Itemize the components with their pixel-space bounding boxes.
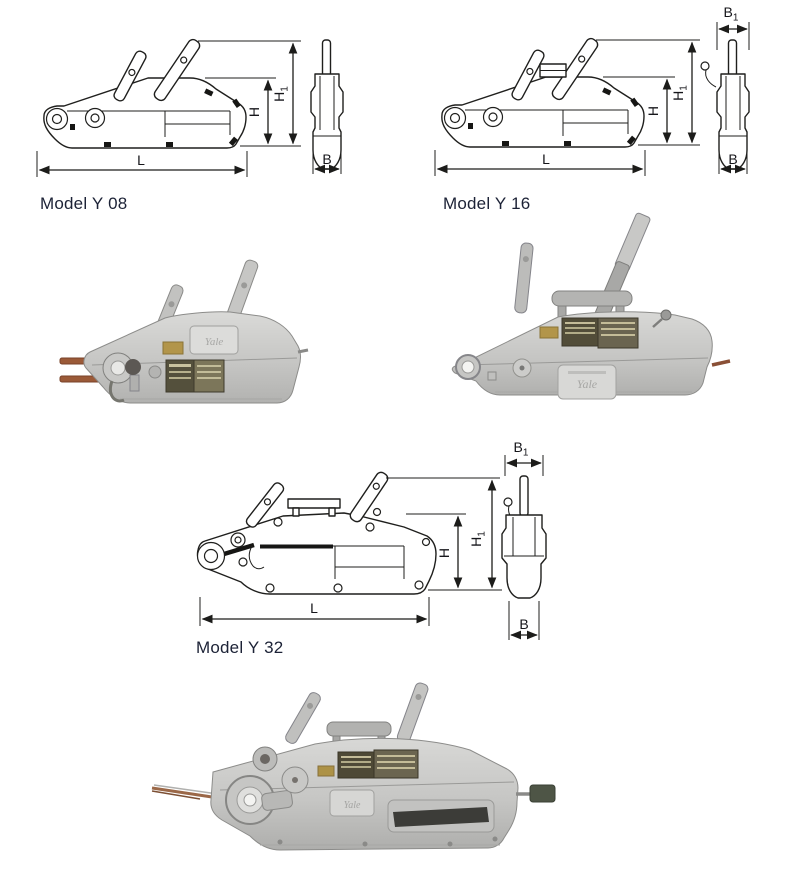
y16-side-view-drawing bbox=[441, 35, 645, 148]
hand-lever bbox=[396, 682, 429, 744]
dim-H-label: H bbox=[246, 107, 262, 117]
yale-nameplate: Yale bbox=[189, 325, 239, 355]
dim-L-label: L bbox=[542, 151, 550, 167]
rope-anchor-pulley bbox=[225, 775, 293, 825]
rope-slot bbox=[387, 799, 495, 833]
y32-product-photo: Yale bbox=[151, 682, 556, 851]
y16-dim-L: L bbox=[434, 150, 646, 176]
dim-H-label: H bbox=[436, 548, 452, 558]
y08-dim-L: L bbox=[36, 151, 248, 177]
dimension-drawing-y32: H1 H L B1 B bbox=[196, 439, 547, 640]
rope-end-ferrule bbox=[516, 784, 556, 803]
dim-L-label: L bbox=[310, 600, 318, 616]
operating-lever-drawing bbox=[349, 471, 389, 523]
y08-front-view-drawing bbox=[310, 39, 344, 170]
guide-hole bbox=[125, 359, 141, 375]
y32-side-view-drawing bbox=[196, 471, 437, 595]
yale-nameplate: Yale bbox=[557, 364, 617, 400]
dim-H1-label: H bbox=[468, 537, 484, 547]
release-knob bbox=[652, 309, 672, 328]
model-y08-caption: Model Y 08 bbox=[40, 194, 128, 213]
svg-text:B1: B1 bbox=[724, 4, 739, 24]
y16-front-view-drawing bbox=[700, 39, 750, 170]
dim-B1-label: B bbox=[514, 439, 523, 455]
warning-label bbox=[539, 326, 559, 339]
svg-text:Yale: Yale bbox=[344, 800, 361, 811]
rating-label bbox=[337, 749, 419, 779]
y16-dim-B1: B1 bbox=[716, 4, 750, 50]
y32-dim-H1: H1 bbox=[386, 477, 500, 589]
y08-dim-H: H bbox=[205, 77, 301, 147]
model-y32-caption: Model Y 32 bbox=[196, 638, 284, 657]
svg-text:H1: H1 bbox=[271, 86, 291, 102]
warning-label bbox=[317, 765, 335, 777]
y32-dim-H: H bbox=[406, 513, 502, 591]
svg-text:H1: H1 bbox=[468, 531, 488, 547]
release-knob bbox=[700, 61, 710, 71]
dim-H1-label: H bbox=[670, 91, 686, 101]
operating-lever-drawing bbox=[153, 38, 201, 102]
y16-dim-H1: H1 bbox=[596, 39, 700, 144]
rope-exit-tip bbox=[711, 359, 731, 367]
rating-label bbox=[561, 317, 639, 349]
svg-text:Yale: Yale bbox=[577, 377, 598, 391]
rating-label bbox=[165, 359, 225, 393]
svg-text:H1: H1 bbox=[670, 85, 690, 101]
y16-product-photo: Yale bbox=[451, 212, 731, 400]
dim-H1-label: H bbox=[271, 92, 287, 102]
dim-B-label: B bbox=[728, 151, 737, 167]
y32-front-view-drawing bbox=[501, 475, 547, 599]
yale-nameplate: Yale bbox=[329, 789, 375, 817]
dim-B-label: B bbox=[519, 616, 528, 632]
svg-text:B1: B1 bbox=[514, 439, 529, 459]
dim-B-label: B bbox=[322, 151, 331, 167]
y08-dim-H1: H1 bbox=[198, 40, 301, 145]
y08-product-photo: Yale bbox=[59, 259, 309, 404]
rope-release-cap bbox=[287, 498, 341, 517]
y32-dim-B1: B1 bbox=[504, 439, 544, 476]
svg-text:Yale: Yale bbox=[205, 336, 224, 348]
y16-dim-B: B bbox=[718, 151, 748, 174]
operating-lever-drawing bbox=[113, 50, 147, 102]
hand-lever bbox=[285, 692, 321, 744]
rope-exit-tip bbox=[297, 348, 309, 354]
y16-dim-H: H bbox=[603, 76, 700, 146]
dim-B1-label: B bbox=[724, 4, 733, 20]
warning-label bbox=[162, 341, 184, 355]
boss-square bbox=[487, 371, 497, 381]
dim-H-label: H bbox=[645, 106, 661, 116]
hand-lever bbox=[514, 242, 534, 314]
y32-dim-L: L bbox=[199, 597, 430, 626]
model-y16-caption: Model Y 16 bbox=[443, 194, 531, 213]
dim-L-label: L bbox=[137, 152, 145, 168]
y08-side-view-drawing bbox=[43, 38, 247, 149]
dimension-drawings-y08-y16: H1 H L B bbox=[36, 4, 750, 177]
anchor-eye bbox=[455, 354, 481, 380]
operating-lever-drawing bbox=[245, 482, 285, 528]
boss-circle bbox=[252, 746, 309, 794]
y08-dim-B: B bbox=[312, 151, 342, 174]
rope-anchor-hook bbox=[102, 352, 140, 403]
y32-dim-B: B bbox=[508, 601, 540, 640]
boss-circle bbox=[512, 358, 532, 378]
